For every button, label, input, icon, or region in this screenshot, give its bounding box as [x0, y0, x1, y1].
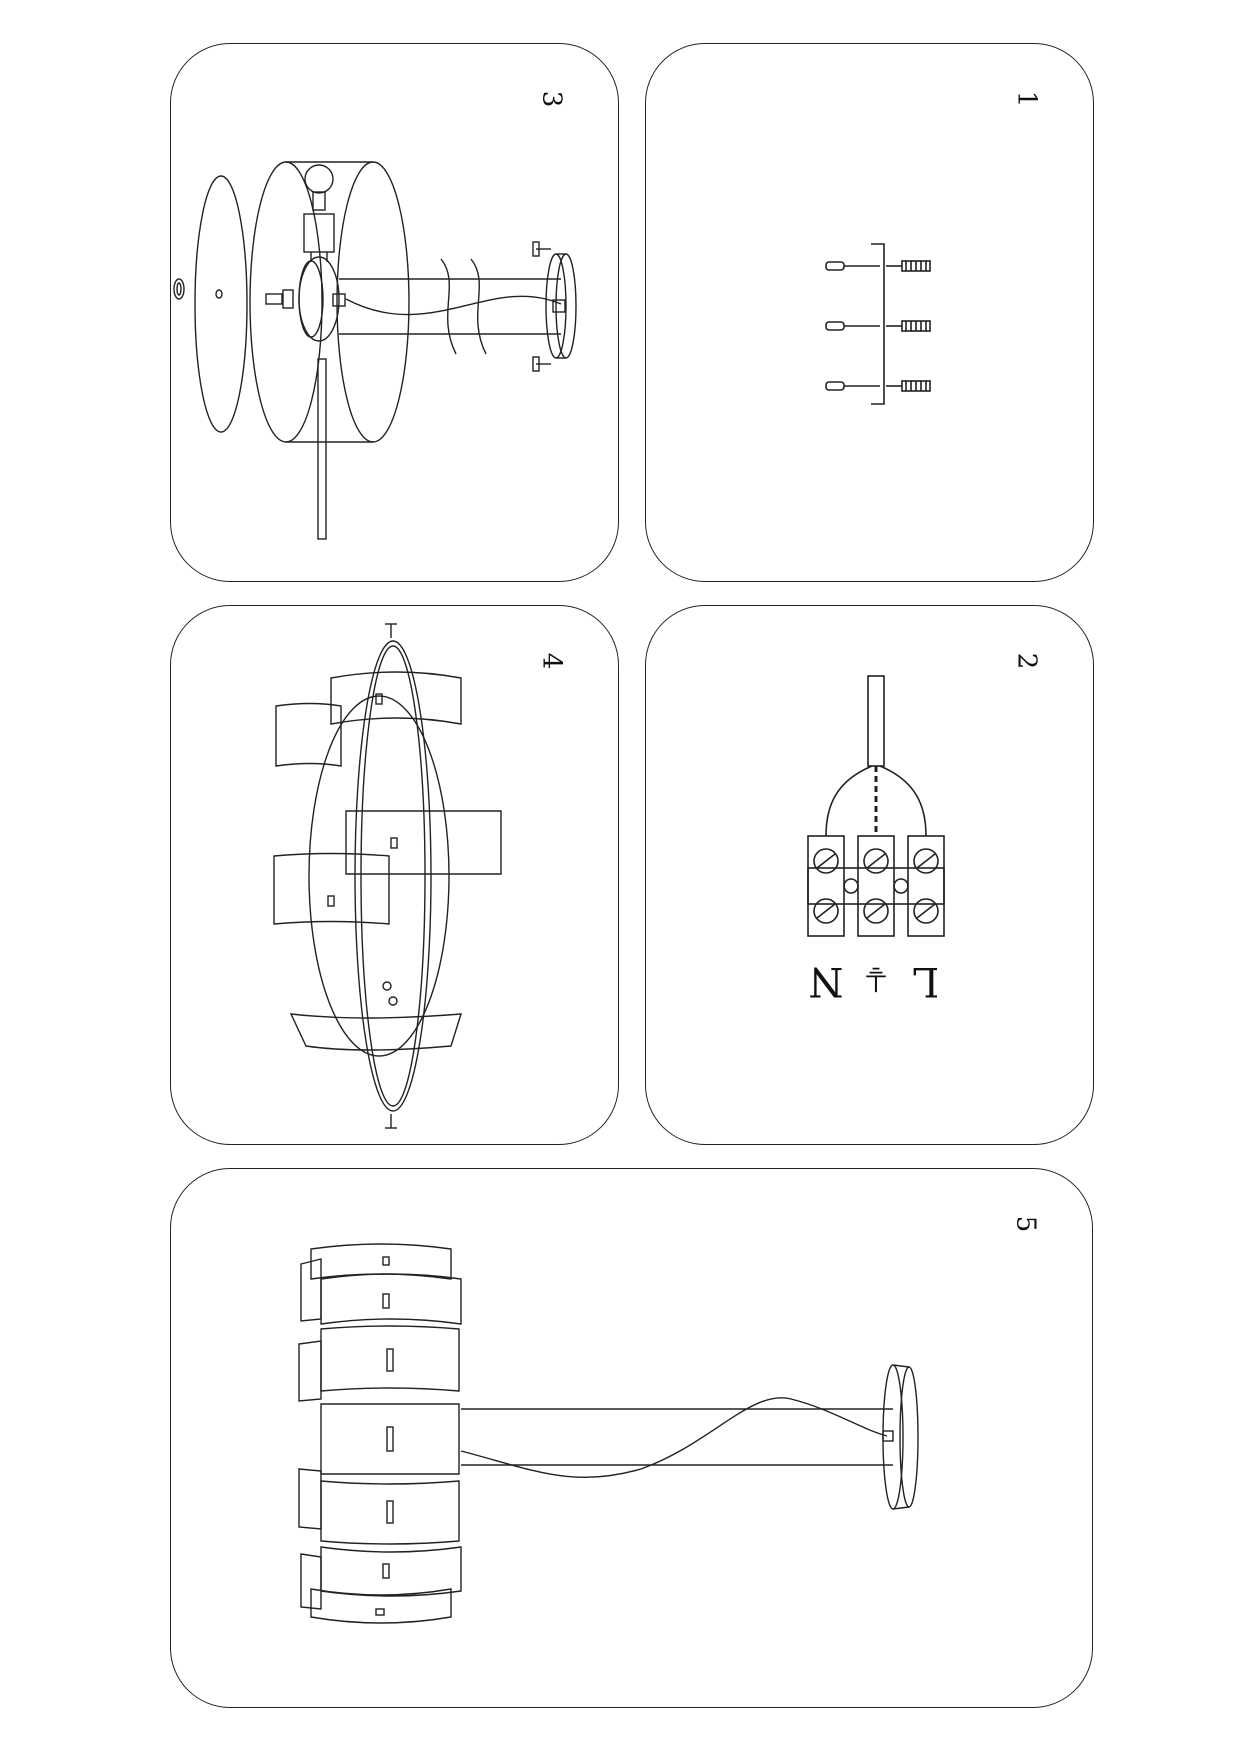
- break-symbol: [440, 258, 487, 355]
- screw: [385, 1114, 397, 1129]
- step-1-panel: 1: [645, 43, 1094, 582]
- shade-slat: [320, 1480, 460, 1545]
- wall-plug: [886, 260, 931, 272]
- shade-slat: [320, 1325, 460, 1392]
- shade-assembly-diagram: [273, 623, 502, 1129]
- light-bulb-icon: [304, 164, 334, 211]
- live-label: L: [913, 958, 940, 1004]
- shade-slat: [320, 1546, 462, 1597]
- wiring-diagram: N ⏚ L: [807, 675, 945, 1004]
- neutral-label: N: [809, 958, 844, 1004]
- shade-slat: [320, 1273, 462, 1325]
- finial-nut: [173, 278, 185, 300]
- terminal-screw: [813, 848, 839, 924]
- screw: [385, 623, 397, 638]
- fixings-diagram: [825, 243, 931, 405]
- shade-slat: [310, 1243, 452, 1280]
- step-3-panel: 3: [170, 43, 619, 582]
- wire: [879, 765, 927, 837]
- lamp-socket: [303, 213, 335, 253]
- screw: [532, 241, 551, 257]
- shade-back: [336, 161, 410, 443]
- screw: [532, 356, 551, 372]
- wall-plug: [886, 380, 931, 392]
- screw: [825, 381, 880, 391]
- glass-disk: [194, 175, 248, 433]
- frame-ring: [308, 695, 450, 1057]
- earth-label: ⏚: [861, 960, 891, 995]
- exploded-assembly-diagram: [173, 161, 577, 540]
- screw: [825, 321, 880, 331]
- shade-front: [249, 161, 323, 443]
- shade-slat: [273, 852, 390, 925]
- shade-slat: [330, 671, 462, 725]
- terminal-block: [807, 835, 945, 937]
- shade-slat: [320, 1403, 460, 1475]
- cable: [345, 295, 562, 316]
- supply-cable: [867, 675, 885, 767]
- terminal-screw: [863, 848, 889, 924]
- step-2-panel: 2: [645, 605, 1094, 1145]
- shade-slat: [289, 1013, 462, 1051]
- cable: [460, 1397, 888, 1479]
- shade-slat: [275, 702, 342, 767]
- step-4-panel: 4: [170, 605, 619, 1145]
- step-5-panel: 5: [170, 1168, 1093, 1708]
- terminal-screw: [913, 848, 939, 924]
- shade-slat: [310, 1588, 452, 1624]
- wire: [825, 765, 873, 837]
- mounting-bracket: [871, 243, 885, 405]
- screw: [825, 261, 880, 271]
- frame-ring: [354, 640, 432, 1112]
- wall-plug: [886, 320, 931, 332]
- support-rod: [317, 358, 327, 540]
- finished-fitting-diagram: [298, 1243, 919, 1624]
